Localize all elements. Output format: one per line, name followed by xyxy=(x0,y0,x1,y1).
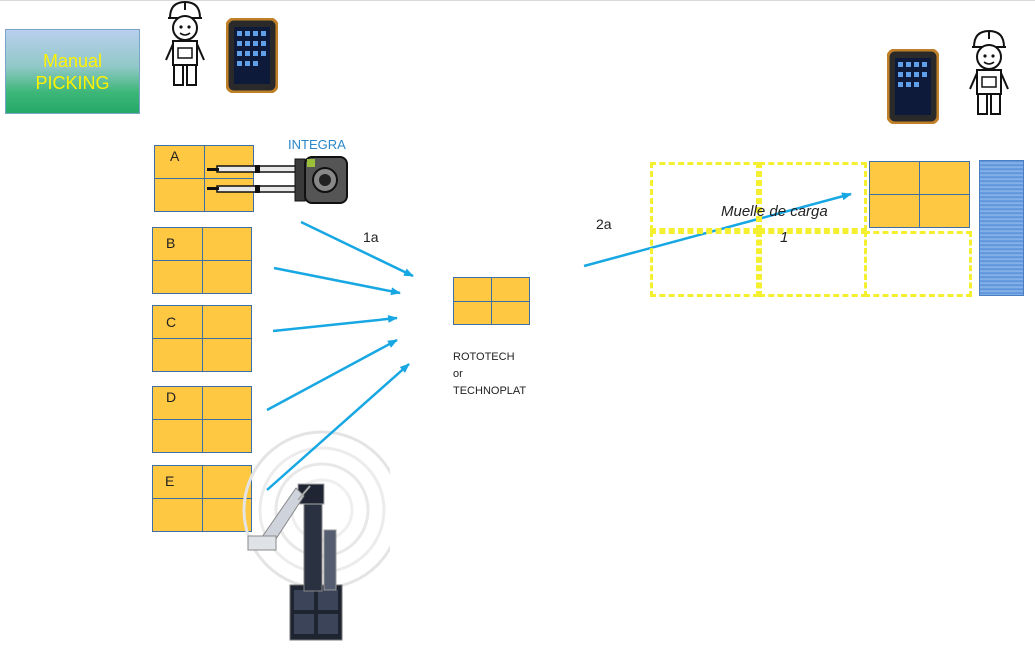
wall-icon xyxy=(979,160,1024,296)
dock-pallet xyxy=(869,161,970,228)
pallet-a xyxy=(154,145,254,212)
manual-picking-box: Manual PICKING xyxy=(5,29,140,114)
dock-number: 1 xyxy=(780,229,789,246)
station-line-2: or xyxy=(453,368,463,380)
top-divider xyxy=(0,0,1035,1)
arrow-c xyxy=(272,314,398,333)
title-line-1: Manual xyxy=(42,50,103,71)
dock-slot xyxy=(759,231,867,297)
pallet-d xyxy=(152,386,252,453)
pallet-b xyxy=(152,227,252,294)
worker-icon xyxy=(165,0,205,86)
title-line-2: PICKING xyxy=(35,72,110,93)
pallet-label-a: A xyxy=(170,148,180,164)
arrow-b xyxy=(273,266,401,296)
dock-label: Muelle de carga xyxy=(721,203,828,220)
integra-label: INTEGRA xyxy=(288,137,346,152)
arrow-e xyxy=(266,363,410,491)
station-line-1: ROTOTECH xyxy=(453,351,515,363)
arrow-a xyxy=(300,220,414,278)
dock-slot xyxy=(864,231,972,297)
tablet-icon xyxy=(887,49,939,124)
forklift-icon xyxy=(207,156,348,204)
station-label: ROTOTECH or TECHNOPLAT xyxy=(453,349,526,400)
dock-slot xyxy=(650,231,759,297)
robot-arm-icon xyxy=(242,430,390,641)
pallet-label-b: B xyxy=(166,235,176,251)
station-line-3: TECHNOPLAT xyxy=(453,385,527,397)
pallet-label-c: C xyxy=(166,314,177,330)
station-pallet xyxy=(453,277,530,325)
arrow-d xyxy=(266,338,398,412)
dock-slot xyxy=(759,162,867,231)
pallet-label-e: E xyxy=(165,473,175,489)
pallet-c xyxy=(152,305,252,372)
pallet-label-d: D xyxy=(166,389,177,405)
worker-icon xyxy=(969,29,1009,115)
step-label-2a: 2a xyxy=(596,216,612,232)
pallet-e xyxy=(152,465,252,532)
step-label-1a: 1a xyxy=(363,229,379,245)
dock-slot xyxy=(650,162,759,231)
tablet-icon xyxy=(226,18,278,93)
